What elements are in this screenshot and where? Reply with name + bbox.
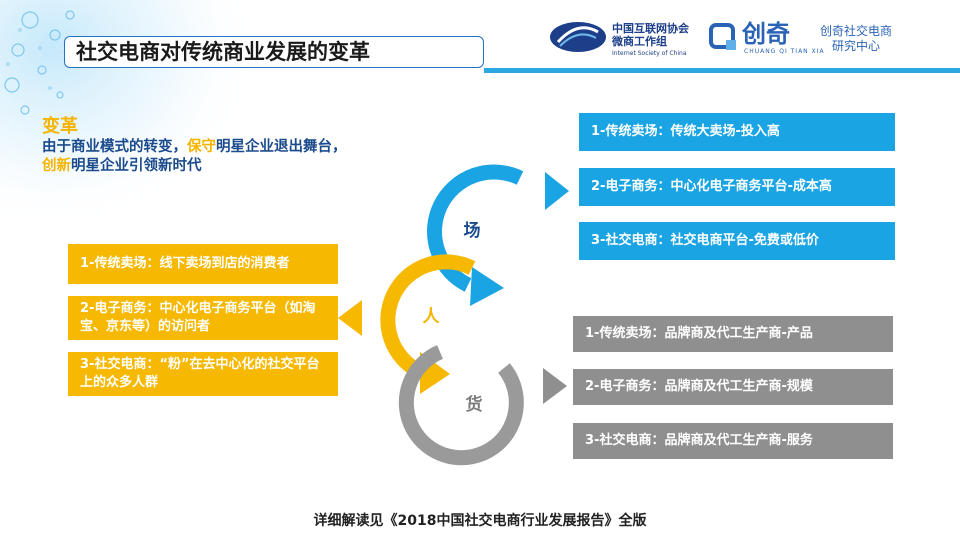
chuangqi-logo-icon: [709, 23, 736, 50]
people-arc: [380, 254, 476, 379]
field-label: 场: [464, 221, 481, 241]
chuangqi-logo-subtitle: CHUANG QI TIAN XIA: [744, 48, 825, 55]
footer-note: 详细解读见《2018中国社交电商行业发展报告》全版: [313, 513, 647, 529]
reform-heading: 变革: [42, 116, 78, 137]
research-center-label: 创奇社交电商研究中心: [819, 24, 892, 53]
field-item-1: 1-传统卖场：传统大卖场-投入高: [579, 113, 895, 151]
people-pointer: [338, 300, 362, 336]
field-arc-arrowhead: [470, 267, 504, 306]
goods-label: 货: [466, 394, 483, 415]
reform-description: 由于商业模式的转变，保守明星企业退出舞台，创新明星企业引领新时代: [42, 139, 347, 174]
goods-pointer: [543, 368, 567, 404]
people-item-1: 1-传统卖场：线下卖场到店的消费者: [68, 244, 338, 284]
goods-item-3: 3-社交电商：品牌商及代工生产商-服务: [573, 423, 893, 459]
title-frame: [64, 36, 484, 68]
chuangqi-logo-name: 创奇: [742, 20, 790, 48]
people-item-3: 3-社交电商：“粉”在去中心化的社交平台上的众多人群: [68, 352, 338, 396]
field-item-3: 3-社交电商：社交电商平台-免费或低价: [579, 222, 895, 260]
title-underline: [484, 68, 960, 73]
field-pointer: [545, 172, 569, 210]
people-label: 人: [423, 307, 441, 327]
goods-arc: [398, 345, 524, 466]
isc-logo-icon: [550, 22, 606, 52]
goods-item-2: 2-电子商务：品牌商及代工生产商-规模: [573, 369, 893, 405]
page-title: 社交电商对传统商业发展的变革: [76, 40, 370, 64]
isc-logo-text: 中国互联网协会微商工作组: [612, 22, 689, 48]
isc-logo-subtitle: Internet Society of China: [612, 50, 687, 57]
people-item-2: 2-电子商务：中心化电子商务平台（如淘宝、京东等）的访问者: [68, 296, 338, 340]
field-item-2: 2-电子商务：中心化电子商务平台-成本高: [579, 168, 895, 206]
goods-item-1: 1-传统卖场：品牌商及代工生产商-产品: [573, 316, 893, 352]
